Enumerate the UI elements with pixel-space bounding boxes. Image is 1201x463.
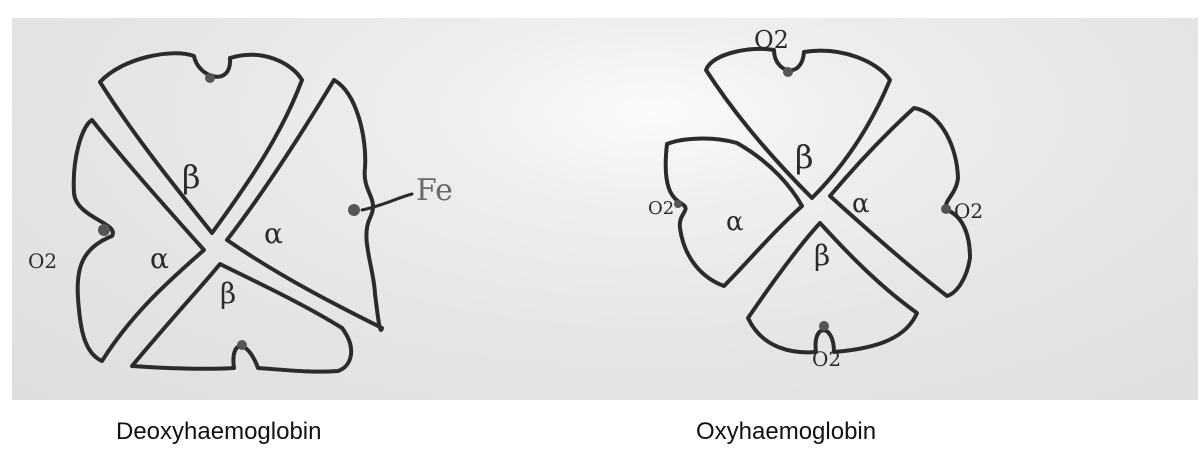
oxy-label-alpha-right: α <box>852 189 870 219</box>
oxy-label-o2-top: O2 <box>754 26 789 54</box>
deoxy-heme-right <box>348 204 360 216</box>
oxy-heme-right <box>941 204 951 214</box>
oxy-beta-top-subunit <box>704 46 892 200</box>
deoxy-label-alpha-right: α <box>264 217 283 250</box>
deoxy-beta-bottom-subunit <box>130 262 354 374</box>
oxy-label-o2-right: O2 <box>954 199 983 223</box>
oxy-alpha-left-subunit <box>663 136 804 288</box>
deoxy-label-alpha-left: α <box>150 242 169 275</box>
deoxy-heme-left <box>98 224 110 236</box>
whiteboard-photo: β α α β O2 Fe β α α β O2 O2 O2 O2 <box>12 18 1198 400</box>
deoxy-label-beta-bottom: β <box>220 277 236 310</box>
oxy-label-alpha-left: α <box>726 207 744 237</box>
deoxy-label-beta-top: β <box>182 158 201 196</box>
oxy-heme-bottom <box>819 321 829 331</box>
haemoglobin-sketch: β α α β O2 Fe β α α β O2 O2 O2 O2 <box>28 26 983 374</box>
oxy-heme-top <box>783 67 793 77</box>
oxy-label-beta-top: β <box>795 138 814 176</box>
deoxy-label-o2: O2 <box>28 249 57 273</box>
deoxy-beta-top-subunit <box>98 51 304 235</box>
oxyhaemoglobin-diagram <box>663 46 972 355</box>
deoxyhaemoglobin-diagram <box>71 51 414 374</box>
deoxy-label-fe: Fe <box>416 173 453 208</box>
oxy-heme-left <box>674 200 682 208</box>
deoxy-alpha-right-subunit <box>225 78 384 332</box>
deoxy-alpha-left-subunit <box>71 118 206 363</box>
caption-deoxyhaemoglobin: Deoxyhaemoglobin <box>116 418 322 445</box>
oxy-label-o2-left: O2 <box>648 198 674 219</box>
oxy-label-beta-bottom: β <box>814 239 830 272</box>
oxy-label-o2-bottom: O2 <box>812 347 841 371</box>
deoxy-fe-pointer-line <box>360 192 414 212</box>
caption-oxyhaemoglobin: Oxyhaemoglobin <box>696 418 877 445</box>
deoxy-heme-top <box>205 73 215 83</box>
deoxy-heme-bottom <box>237 340 247 350</box>
oxy-beta-bottom-subunit <box>746 221 919 355</box>
oxy-alpha-right-subunit <box>828 106 972 298</box>
